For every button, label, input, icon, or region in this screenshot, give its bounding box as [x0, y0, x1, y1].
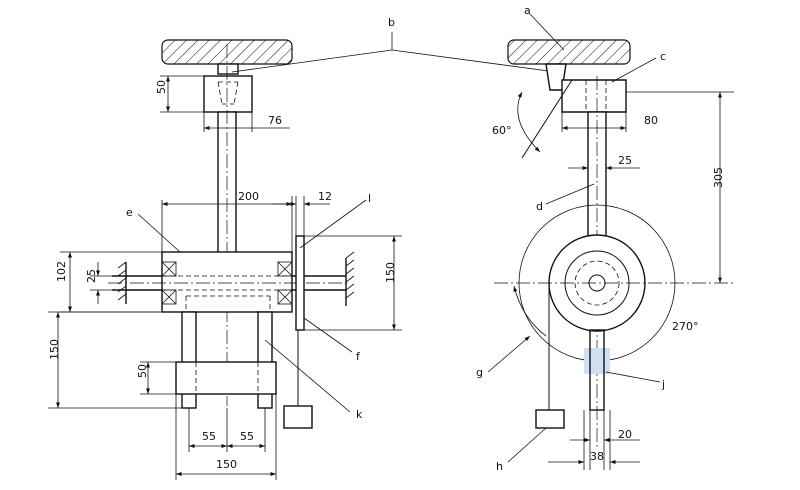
label-j: j [661, 378, 665, 391]
dim-55-b: 55 [240, 430, 254, 443]
label-e: e [126, 206, 133, 219]
lower-block [175, 361, 277, 395]
housing-e [161, 251, 293, 313]
label-k: k [356, 408, 363, 421]
upper-block-left [203, 75, 253, 113]
dim-20: 20 [618, 428, 632, 441]
dimensions-left: 50 76 200 12 102 [48, 75, 402, 480]
dim-150-bottom: 150 [216, 458, 237, 471]
weight-h [535, 409, 565, 429]
weight-left [283, 405, 313, 429]
dim-25-left: 25 [85, 269, 98, 283]
label-g: g [476, 366, 483, 379]
dim-38: 38 [590, 450, 604, 463]
stub-j [584, 348, 610, 374]
ceiling-beam-right [507, 39, 631, 65]
upper-block-c [561, 79, 627, 113]
dim-55-a: 55 [202, 430, 216, 443]
angle-60: 60° [492, 124, 512, 137]
dim-80: 80 [644, 114, 658, 127]
screw-left [217, 63, 239, 75]
dim-200: 200 [238, 190, 259, 203]
dimensions-right: 80 25 305 20 38 [548, 91, 734, 470]
plate-f [295, 235, 305, 331]
dim-102: 102 [55, 261, 68, 282]
dim-12: 12 [318, 190, 332, 203]
label-h: h [496, 460, 503, 473]
dim-76: 76 [268, 114, 282, 127]
left-view: 50 76 200 12 102 [48, 39, 402, 480]
right-view: 60° 270° 80 2 [476, 4, 736, 473]
dim-305: 305 [712, 167, 725, 188]
dim-50-low: 50 [136, 364, 149, 378]
label-b-group: b [231, 16, 557, 73]
label-a: a [524, 4, 531, 17]
dim-25-right: 25 [618, 154, 632, 167]
label-l: l [368, 192, 371, 205]
dim-150-right: 150 [384, 262, 397, 283]
label-c: c [660, 50, 666, 63]
dim-50-top: 50 [155, 80, 168, 94]
label-b: b [388, 16, 395, 29]
label-d: d [536, 200, 543, 213]
label-f: f [356, 350, 361, 363]
dim-150-left: 150 [48, 339, 61, 360]
angle-270: 270° [672, 320, 699, 333]
